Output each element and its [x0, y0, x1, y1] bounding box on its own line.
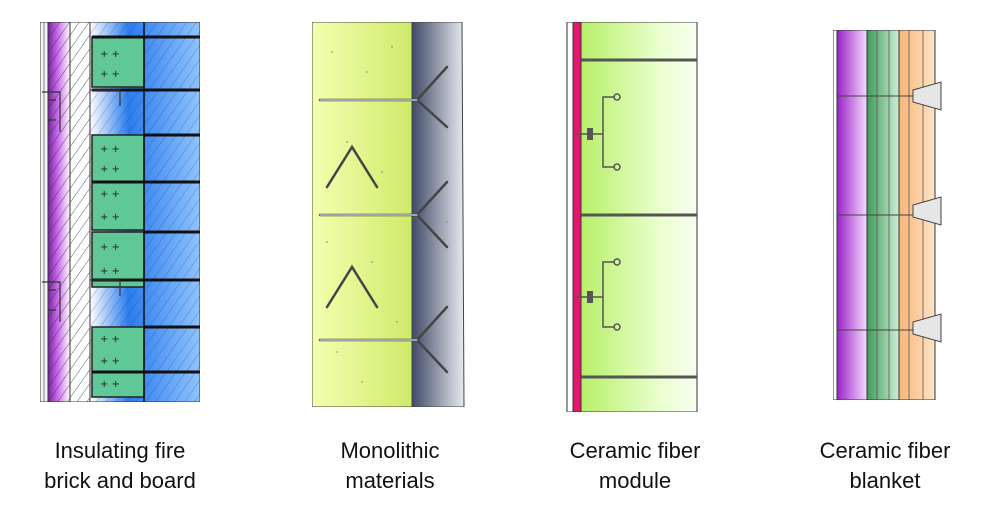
svg-text:+ +: + +	[100, 242, 120, 253]
caption-line-1: Monolithic	[340, 438, 440, 463]
caption-line-2: blanket	[849, 468, 921, 493]
svg-text:+ +: + +	[100, 164, 120, 175]
caption-line-1: Ceramic fiber	[819, 438, 951, 463]
svg-text:+ +: + +	[100, 356, 120, 367]
panel-insulating-fire-brick: + + + + + + + + + + + + + + + + + + + + + +	[40, 22, 200, 402]
svg-text:+ +: + +	[100, 379, 120, 390]
fiber-blanket-diagram	[833, 30, 942, 400]
svg-text:+ +: + +	[100, 189, 120, 200]
caption-line-2: module	[598, 468, 672, 493]
fiber-module-diagram	[566, 22, 698, 412]
caption-line-2: materials	[345, 468, 435, 493]
svg-text:+ +: + +	[100, 212, 120, 223]
panel-monolithic-materials	[312, 22, 472, 407]
caption-insulating-fire-brick: Insulating fire brick and board	[10, 436, 230, 496]
monolithic-diagram	[312, 22, 465, 407]
caption-line-1: Ceramic fiber	[569, 438, 701, 463]
caption-ceramic-fiber-blanket: Ceramic fiber blanket	[775, 436, 995, 496]
fire-brick-diagram: + + + + + + + + + + + + + + + + + + + + + +	[40, 22, 200, 402]
caption-line-2: brick and board	[44, 468, 196, 493]
svg-text:+ +: + +	[100, 266, 120, 277]
caption-ceramic-fiber-module: Ceramic fiber module	[525, 436, 745, 496]
svg-text:+ +: + +	[100, 49, 120, 60]
panel-ceramic-fiber-blanket	[833, 30, 953, 400]
caption-line-1: Insulating fire	[54, 438, 186, 463]
caption-monolithic-materials: Monolithic materials	[280, 436, 500, 496]
svg-text:+ +: + +	[100, 334, 120, 345]
svg-text:+ +: + +	[100, 144, 120, 155]
svg-text:+ +: + +	[100, 69, 120, 80]
panel-ceramic-fiber-module	[565, 22, 705, 412]
